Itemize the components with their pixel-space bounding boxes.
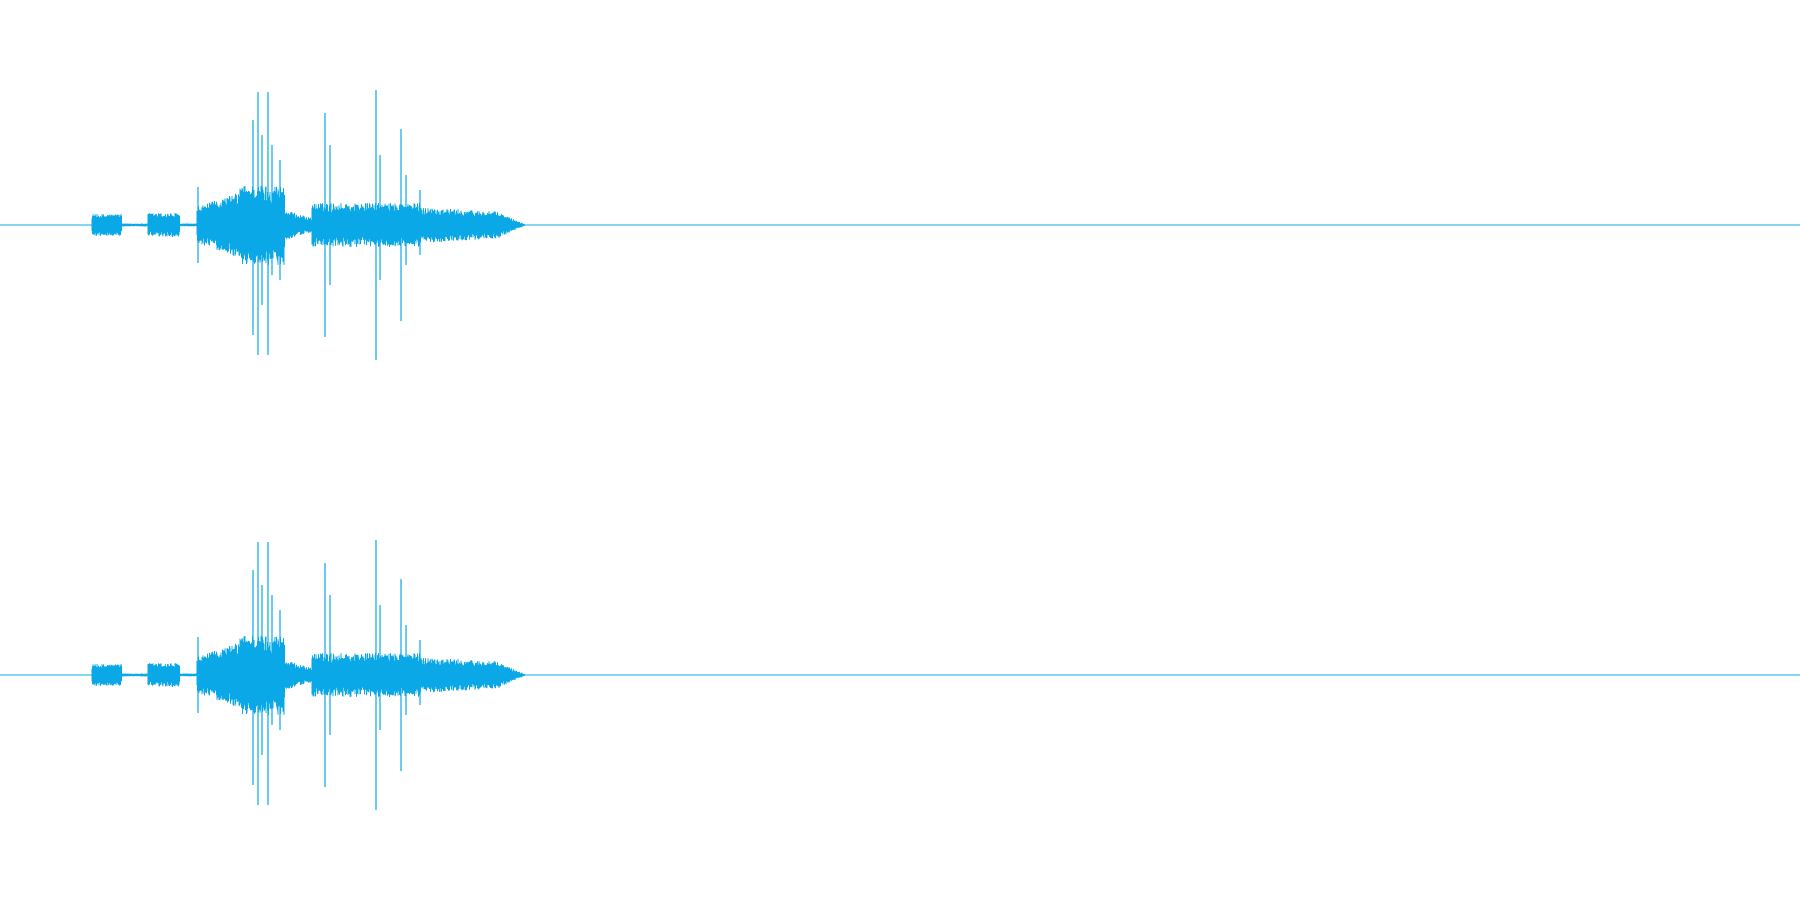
- waveform-body: [91, 635, 525, 715]
- waveform-body: [91, 185, 525, 265]
- waveform-channel-2: [0, 540, 1800, 810]
- waveform-channel-1: [0, 90, 1800, 360]
